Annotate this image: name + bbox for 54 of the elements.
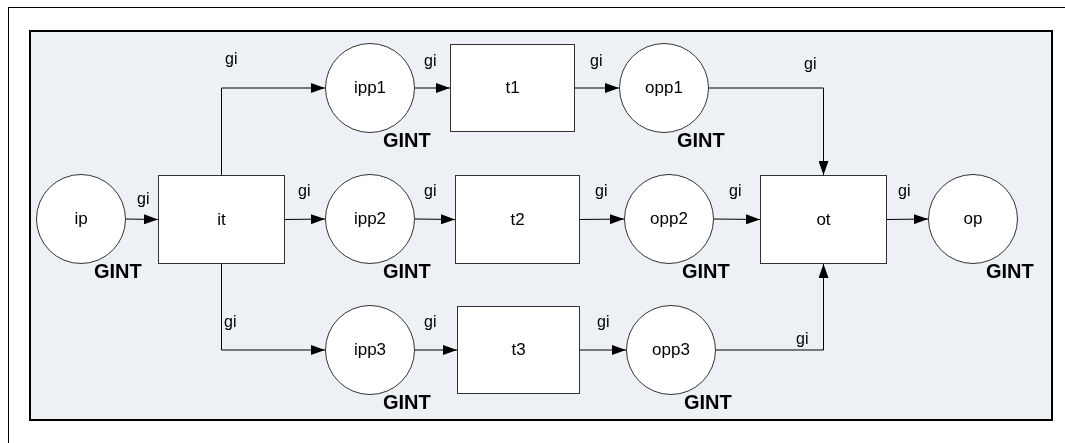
node-label: ipp2 bbox=[353, 209, 387, 229]
node-label: ot bbox=[816, 209, 831, 230]
node-label: opp3 bbox=[652, 340, 690, 360]
arrow bbox=[125, 214, 159, 225]
edge-label: gi bbox=[423, 52, 438, 70]
arrow bbox=[708, 87, 829, 176]
arrow bbox=[574, 83, 620, 93]
arrow bbox=[284, 214, 326, 225]
type-label: GINT bbox=[684, 391, 732, 414]
arrow bbox=[579, 214, 625, 225]
edge-label: gi bbox=[589, 52, 604, 70]
node-label: t3 bbox=[511, 340, 526, 360]
arrow bbox=[713, 214, 761, 225]
type-label: GINT bbox=[682, 260, 730, 283]
transition-box bbox=[450, 44, 575, 132]
transition-box bbox=[457, 306, 580, 394]
arrow bbox=[414, 83, 451, 93]
arrow bbox=[715, 263, 829, 351]
transition-box bbox=[455, 175, 580, 264]
arrow bbox=[414, 345, 458, 355]
edge-label: gi bbox=[897, 182, 912, 200]
node-label: op bbox=[963, 209, 983, 229]
node-label: ipp3 bbox=[353, 340, 387, 360]
transition-box bbox=[760, 175, 887, 264]
node-label: opp1 bbox=[645, 78, 683, 98]
arrow bbox=[221, 83, 326, 176]
node-label: ip bbox=[74, 209, 88, 229]
node-label: t2 bbox=[510, 209, 525, 230]
edge-label: gi bbox=[803, 55, 818, 73]
type-label: GINT bbox=[383, 129, 431, 152]
type-label: GINT bbox=[986, 260, 1034, 283]
transition-box bbox=[158, 175, 285, 264]
edge-label: gi bbox=[297, 182, 312, 200]
edge-label: gi bbox=[594, 182, 609, 200]
type-label: GINT bbox=[383, 260, 431, 283]
node-label: opp2 bbox=[650, 209, 688, 229]
edge-label: gi bbox=[423, 182, 438, 200]
edge-label: gi bbox=[224, 50, 239, 68]
arrow bbox=[221, 263, 326, 355]
edge-label: gi bbox=[728, 182, 743, 200]
node-label: t1 bbox=[505, 78, 520, 98]
edge-label: gi bbox=[223, 313, 238, 331]
arrow bbox=[579, 345, 627, 355]
edge-label: gi bbox=[795, 330, 810, 348]
edge-label: gi bbox=[596, 313, 611, 331]
type-label: GINT bbox=[94, 260, 142, 283]
arrow bbox=[414, 214, 456, 225]
node-label: it bbox=[217, 209, 226, 230]
type-label: GINT bbox=[383, 391, 431, 414]
edge-label: gi bbox=[423, 313, 438, 331]
arrow bbox=[886, 214, 929, 225]
edge-label: gi bbox=[136, 190, 151, 208]
node-label: ipp1 bbox=[353, 78, 387, 98]
type-label: GINT bbox=[677, 129, 725, 152]
